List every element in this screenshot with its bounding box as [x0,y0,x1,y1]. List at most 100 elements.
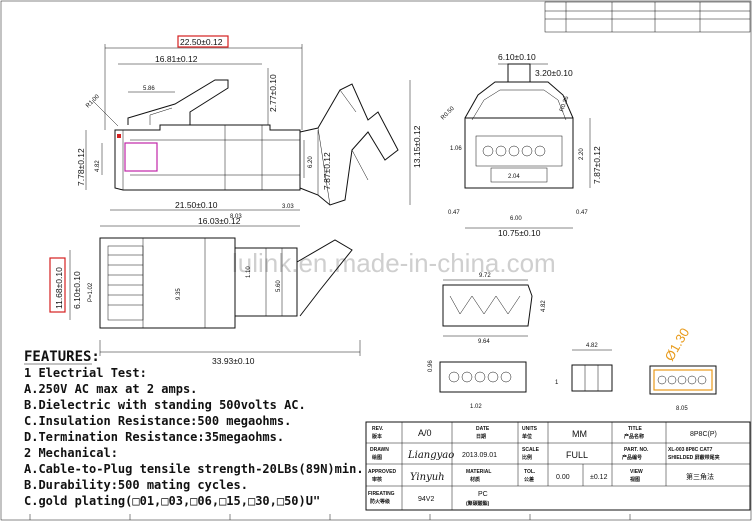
dim-total-height: 13.15±0.12 [412,125,422,168]
dim-detail2-pitch: 1.02 [470,404,482,410]
view-value: 第三角法 [686,472,714,481]
dim-lower-length: 21.50±0.10 [175,200,218,210]
dim-front-slot: 2.04 [508,174,520,180]
approved-label: APPROVED [368,469,396,475]
material-value-cn: (聚碳酸酯) [466,500,490,507]
partno-value: XL-003 8P8C CAT7 [668,447,713,453]
approved-label-cn: 审核 [372,476,382,483]
material-label: MATERIAL [466,469,491,475]
tol-label-cn: 公差 [524,476,534,483]
title-label: TITLE [628,426,643,432]
units-label: UNITS [522,426,538,432]
feature-line: A.250V AC max at 2 amps. [24,382,197,396]
dim-detail3-circle: Ø1.30 [662,325,693,363]
tol-label: TOL. [524,469,536,475]
dim-pitch: P=1.02 [88,282,94,302]
feature-line: 2 Mechanical: [24,446,118,460]
date-label-cn: 日期 [476,433,486,440]
material-value: PC [478,491,488,498]
dim-front-side-left: 0.47 [448,210,460,216]
view-label-cn: 视图 [630,476,640,483]
rev-value: A/0 [418,428,432,438]
dim-inner-height: 6.20 [308,156,314,168]
scale-label-cn: 比例 [522,454,532,461]
top-view: 16.03±0.12 11.68±0.10 6.10±0.10 P=1.02 9… [49,216,361,366]
flam-label-cn: 防火等级 [370,498,390,505]
date-label: DATE [476,426,490,432]
drawn-label: DRAWN [370,447,389,453]
detail-view-1: 9.72 4.82 9.64 [442,273,547,345]
dim-front-side-right: 0.47 [576,210,588,216]
view-label: VIEW [630,469,643,475]
tol-value: 0.00 [556,474,570,481]
units-value: MM [572,429,587,439]
dim-detail-top: 9.72 [479,273,491,279]
approved-signature: Yinyuh [410,472,445,483]
dim-top-length: 16.03±0.12 [198,216,241,226]
dim-detail2-left: 0.96 [428,360,434,372]
tol-plus-minus: ±0.12 [590,474,608,481]
dim-side-a: 9.35 [176,288,182,300]
dim-front-right: 2.20 [579,148,585,160]
features-heading: FEATURES: [24,349,100,365]
dim-body-length: 16.81±0.12 [155,54,198,64]
scale-label: SCALE [522,447,540,453]
feature-line: B.Durability:500 mating cycles. [24,478,248,492]
dim-front-left: 1.06 [450,146,462,152]
overall-length-highlight [177,35,229,48]
feature-line: D.Termination Resistance:35megaohms. [24,430,284,444]
drawn-signature: Liangyao [407,450,454,461]
side-view: 22.50±0.12 16.81±0.12 2.77±0.10 5.86 R1.… [76,35,422,220]
detail-view-3: Ø1.30 8.05 [649,325,717,412]
dim-front-width: 10.75±0.10 [498,228,541,238]
partno-label-cn: 产品编号 [622,454,642,461]
features-notes: FEATURES: 1 Electrial Test: A.250V AC ma… [24,349,364,508]
partno-label: PART. NO. [624,447,649,453]
dim-detail-length: 9.64 [478,339,490,345]
dim-front-top-width: 6.10±0.10 [498,52,536,62]
title-value: 8P8C(P) [690,431,717,438]
title-label-cn: 产品名称 [624,433,644,440]
dim-front-r36: R0.36 [559,95,570,113]
feature-line: B.Dielectric with standing 500volts AC. [24,398,306,412]
feature-line: A.Cable-to-Plug tensile strength-20LBs(8… [24,462,364,476]
partno-value-2: SHIELDED 屏蔽带尾夹 [668,454,720,461]
dim-overall-length: 22.50±0.12 [180,37,223,47]
rev-label-cn: 版本 [372,433,383,440]
dim-latch-offset: 5.86 [143,86,155,92]
latch-marker [117,134,121,138]
title-block: REV. 版本 A/0 DATE 日期 UNITS 单位 MM TITLE 产品… [365,421,751,511]
dim-total-length: 33.93±0.10 [212,356,255,366]
dim-side-b: 1.10 [246,266,252,278]
rev-label: REV. [372,426,384,432]
dim-detail-height: 4.82 [541,300,547,312]
feature-line: C.gold plating(□01,□03,□06,□15,□30,□50)U… [24,494,320,508]
dim-boot-height: 7.87±0.12 [322,152,332,190]
dim-side-c: 5.60 [276,280,282,292]
drawn-label-cn: 绘图 [372,454,382,461]
dim-lower-offset: 8.03 [230,214,242,220]
revision-table [544,1,751,33]
flam-label: FIREATING [368,491,395,497]
contact-area [124,142,158,172]
dim-front-height: 7.87±0.12 [592,146,602,184]
dim-plug-width: 11.68±0.10 [54,267,64,309]
dim-contact-height: 4.82 [95,160,101,172]
front-view: 6.10±0.10 3.20±0.10 R0.36 R0.50 1.06 2.0… [440,52,602,238]
dim-front-inner: 6.00 [510,216,522,222]
units-label-cn: 单位 [522,433,532,440]
bottom-ruler [29,514,631,520]
feature-line: 1 Electrial Test: [24,366,147,380]
dim-detail2-top: 4.82 [586,343,598,349]
dim-lower-small: 3.03 [282,204,294,210]
dim-front-r50: R0.50 [440,105,456,121]
drawn-date: 2013.09.01 [462,452,497,459]
dim-plug-height: 7.78±0.12 [76,148,86,186]
dim-front-tab: 3.20±0.10 [535,68,573,78]
dim-latch-height: 2.77±0.10 [268,74,278,112]
material-label-cn: 材质 [470,476,480,483]
detail-view-2: 0.96 1.02 4.82 1 [428,343,613,410]
watermark: lulink.en.made-in-china.com [232,248,556,278]
